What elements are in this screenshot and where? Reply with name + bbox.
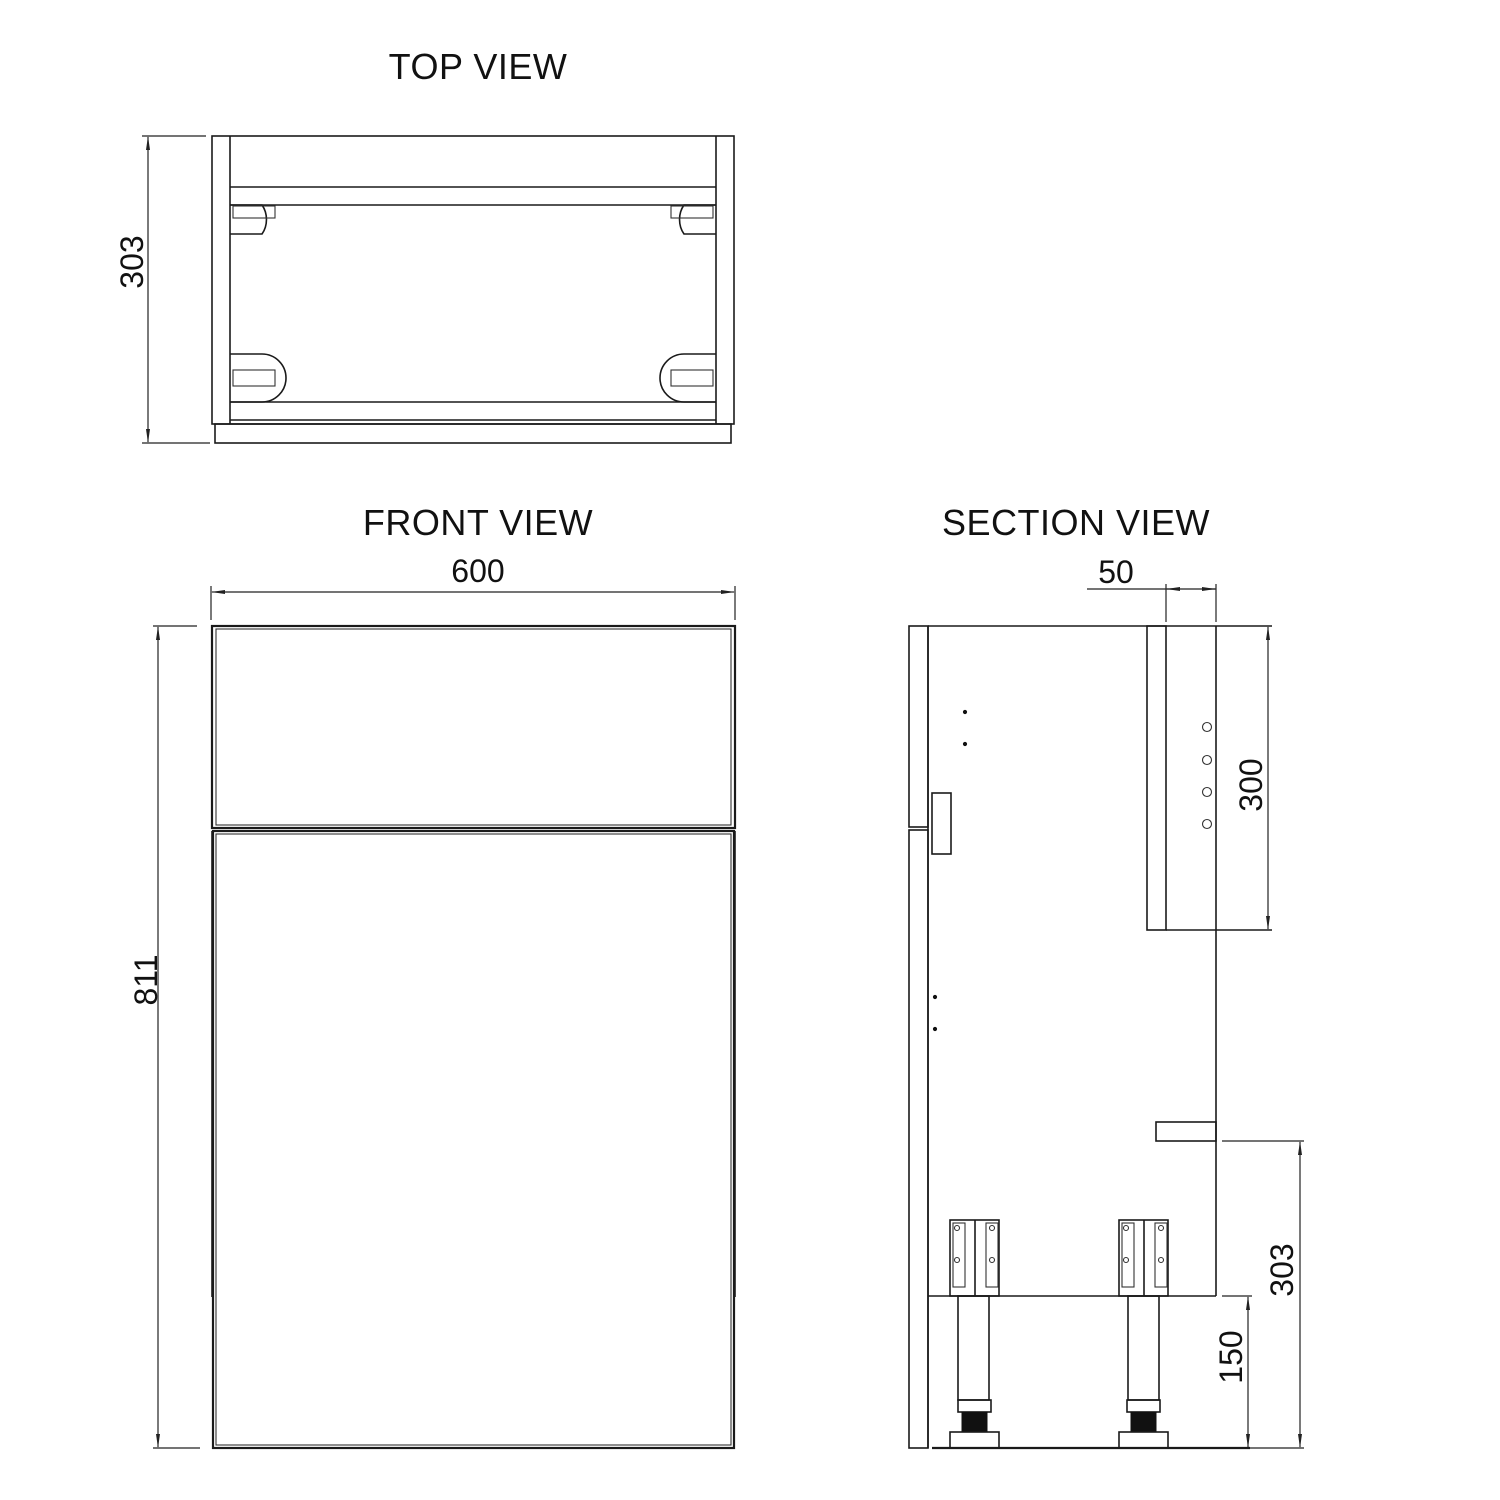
drawer-handle-rail: [931, 792, 952, 855]
section-view-title: SECTION VIEW: [942, 502, 1210, 543]
front-height-dimension: 811: [128, 625, 200, 1449]
front-width-label: 600: [451, 553, 504, 589]
adjustable-leg-left: [949, 1219, 1000, 1449]
section-offset-label: 50: [1098, 554, 1134, 590]
top-view-leg-brackets: [230, 204, 716, 403]
top-view-cabinet: [211, 135, 735, 444]
section-shelf-height-dimension: 303: [1222, 1140, 1304, 1449]
door-front: [211, 829, 736, 1450]
front-view-title: FRONT VIEW: [363, 502, 593, 543]
front-width-dimension: 600: [210, 553, 736, 620]
back-rail-hatched: [1146, 625, 1167, 931]
section-leg-height-label: 150: [1213, 1330, 1249, 1383]
drawer-front: [210, 624, 737, 830]
adjustable-leg-right: [1118, 1219, 1169, 1449]
top-view-title: TOP VIEW: [389, 46, 568, 87]
section-rail-height-dimension: 300: [1233, 626, 1270, 930]
section-rail-height-label: 300: [1233, 758, 1269, 811]
section-carcass: [927, 625, 1272, 1450]
section-drawer-front-hatched: [908, 625, 929, 1449]
shelf-hatched: [1155, 1121, 1217, 1142]
mounting-holes: [932, 709, 1213, 1032]
section-offset-dimension: 50: [1087, 554, 1217, 622]
section-shelf-height-label: 303: [1264, 1243, 1300, 1296]
top-depth-label: 303: [114, 235, 150, 288]
top-view-depth-dimension: 303: [114, 135, 210, 444]
section-view: SECTION VIEW 50: [908, 502, 1304, 1450]
front-height-label: 811: [128, 954, 164, 1005]
front-view: FRONT VIEW 600 811: [128, 502, 737, 1450]
top-view: TOP VIEW 303: [114, 46, 735, 444]
section-leg-height-dimension: 150: [1213, 1295, 1252, 1448]
